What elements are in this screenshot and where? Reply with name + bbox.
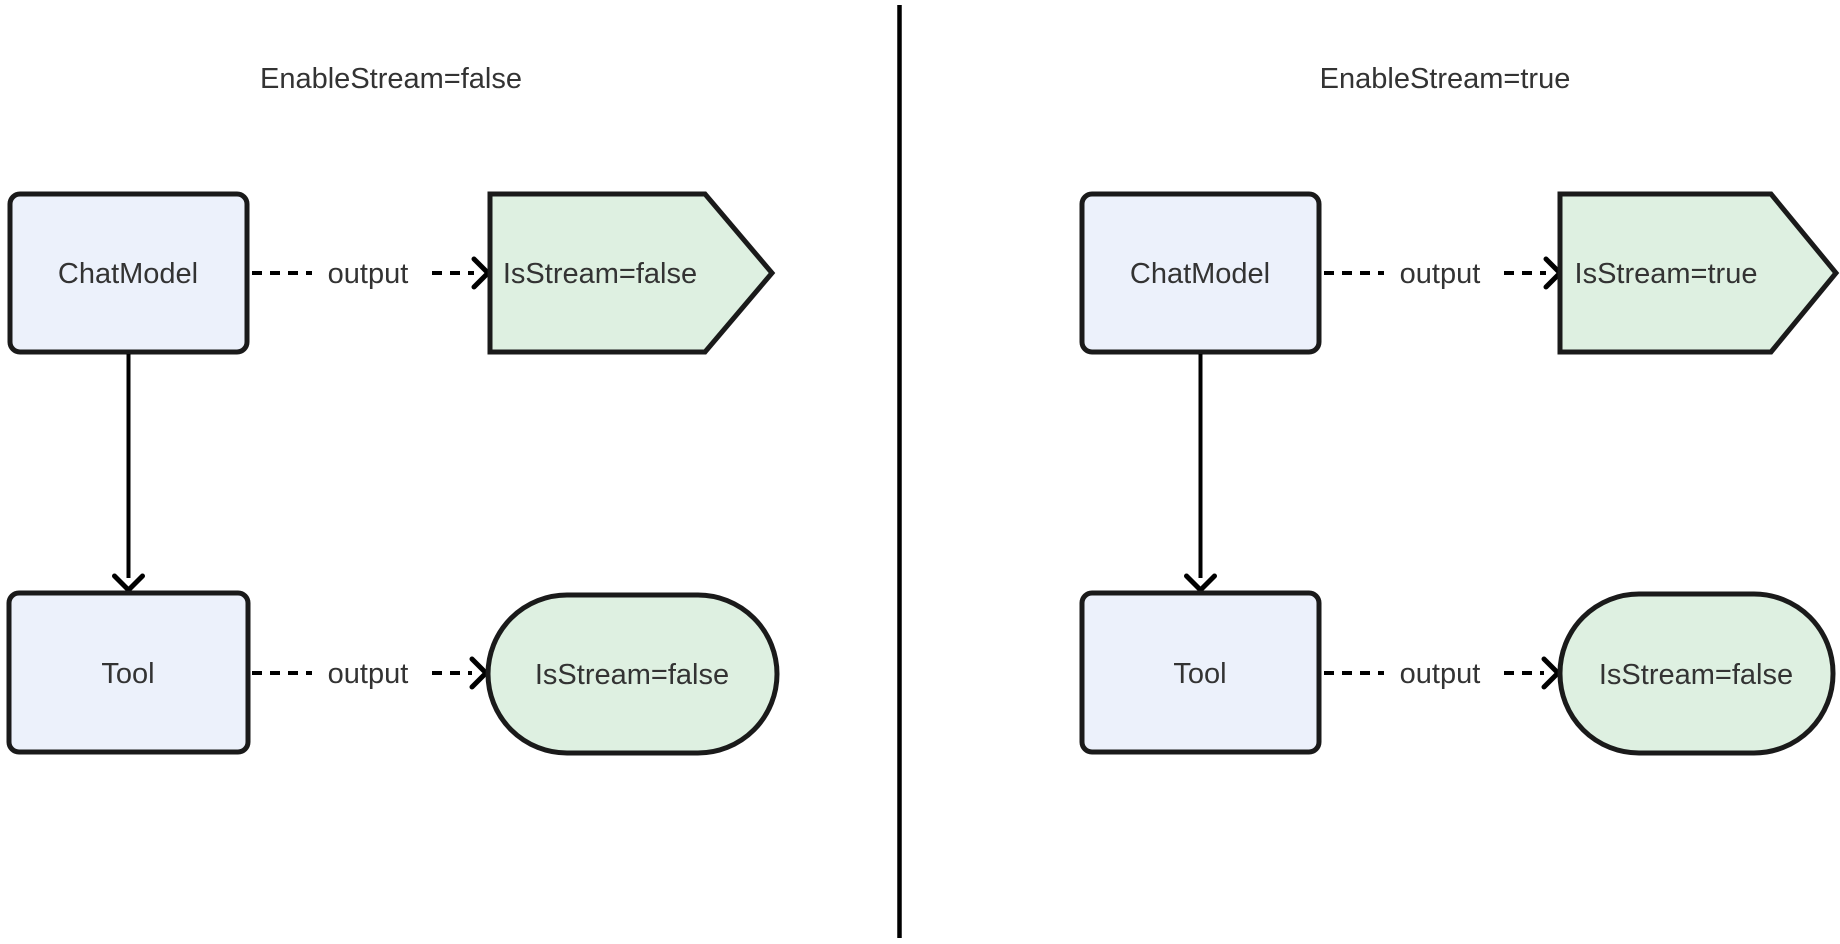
right-chatmodel-label: ChatModel xyxy=(1130,258,1270,290)
right-panel: EnableStream=true ChatModel output IsStr… xyxy=(1079,63,1840,756)
left-isstream-pentagon-label: IsStream=false xyxy=(503,258,697,290)
left-isstream-stadium-node xyxy=(485,592,780,756)
left-chatmodel-output-arrowhead-icon xyxy=(471,256,491,290)
right-chatmodel-output-edge: output xyxy=(1324,251,1563,295)
right-isstream-pentagon-label: IsStream=true xyxy=(1575,258,1758,290)
left-chatmodel-node xyxy=(7,191,250,355)
right-tool-node xyxy=(1079,590,1322,755)
right-isstream-stadium-node xyxy=(1557,591,1836,756)
right-isstream-stadium-label: IsStream=false xyxy=(1599,659,1793,691)
left-chatmodel-output-edge-label-bg xyxy=(312,251,424,295)
left-tool-label: Tool xyxy=(101,658,154,690)
left-tool-node xyxy=(6,590,251,755)
left-chatmodel-label: ChatModel xyxy=(58,258,198,290)
right-tool-output-edge: output xyxy=(1324,651,1561,695)
left-chatmodel-tool-arrowhead-icon xyxy=(112,573,145,593)
right-tool-output-edge-label: output xyxy=(1400,658,1481,690)
right-chatmodel-node xyxy=(1079,191,1322,355)
right-tool-output-edge-label-bg xyxy=(1384,651,1496,695)
right-isstream-pentagon-node xyxy=(1557,191,1840,355)
right-chatmodel-output-edge-label: output xyxy=(1400,258,1481,290)
right-panel-title: EnableStream=true xyxy=(1320,63,1571,95)
left-panel-title: EnableStream=false xyxy=(260,63,522,95)
left-panel: EnableStream=false ChatModel output IsSt… xyxy=(6,63,780,756)
left-isstream-pentagon-node xyxy=(487,191,776,355)
right-chatmodel-tool-edge xyxy=(1184,354,1217,593)
left-chatmodel-tool-edge xyxy=(112,354,145,593)
left-tool-output-arrowhead-icon xyxy=(469,656,489,690)
left-tool-output-edge-label-bg xyxy=(312,651,424,695)
left-isstream-stadium-label: IsStream=false xyxy=(535,659,729,691)
left-tool-output-edge-label: output xyxy=(328,658,409,690)
left-tool-output-edge: output xyxy=(252,651,489,695)
right-tool-label: Tool xyxy=(1173,658,1226,690)
right-tool-output-arrowhead-icon xyxy=(1541,656,1561,690)
right-chatmodel-tool-arrowhead-icon xyxy=(1184,573,1217,593)
right-chatmodel-output-edge-label-bg xyxy=(1384,251,1496,295)
left-chatmodel-output-edge: output xyxy=(252,251,491,295)
left-chatmodel-output-edge-label: output xyxy=(328,258,409,290)
